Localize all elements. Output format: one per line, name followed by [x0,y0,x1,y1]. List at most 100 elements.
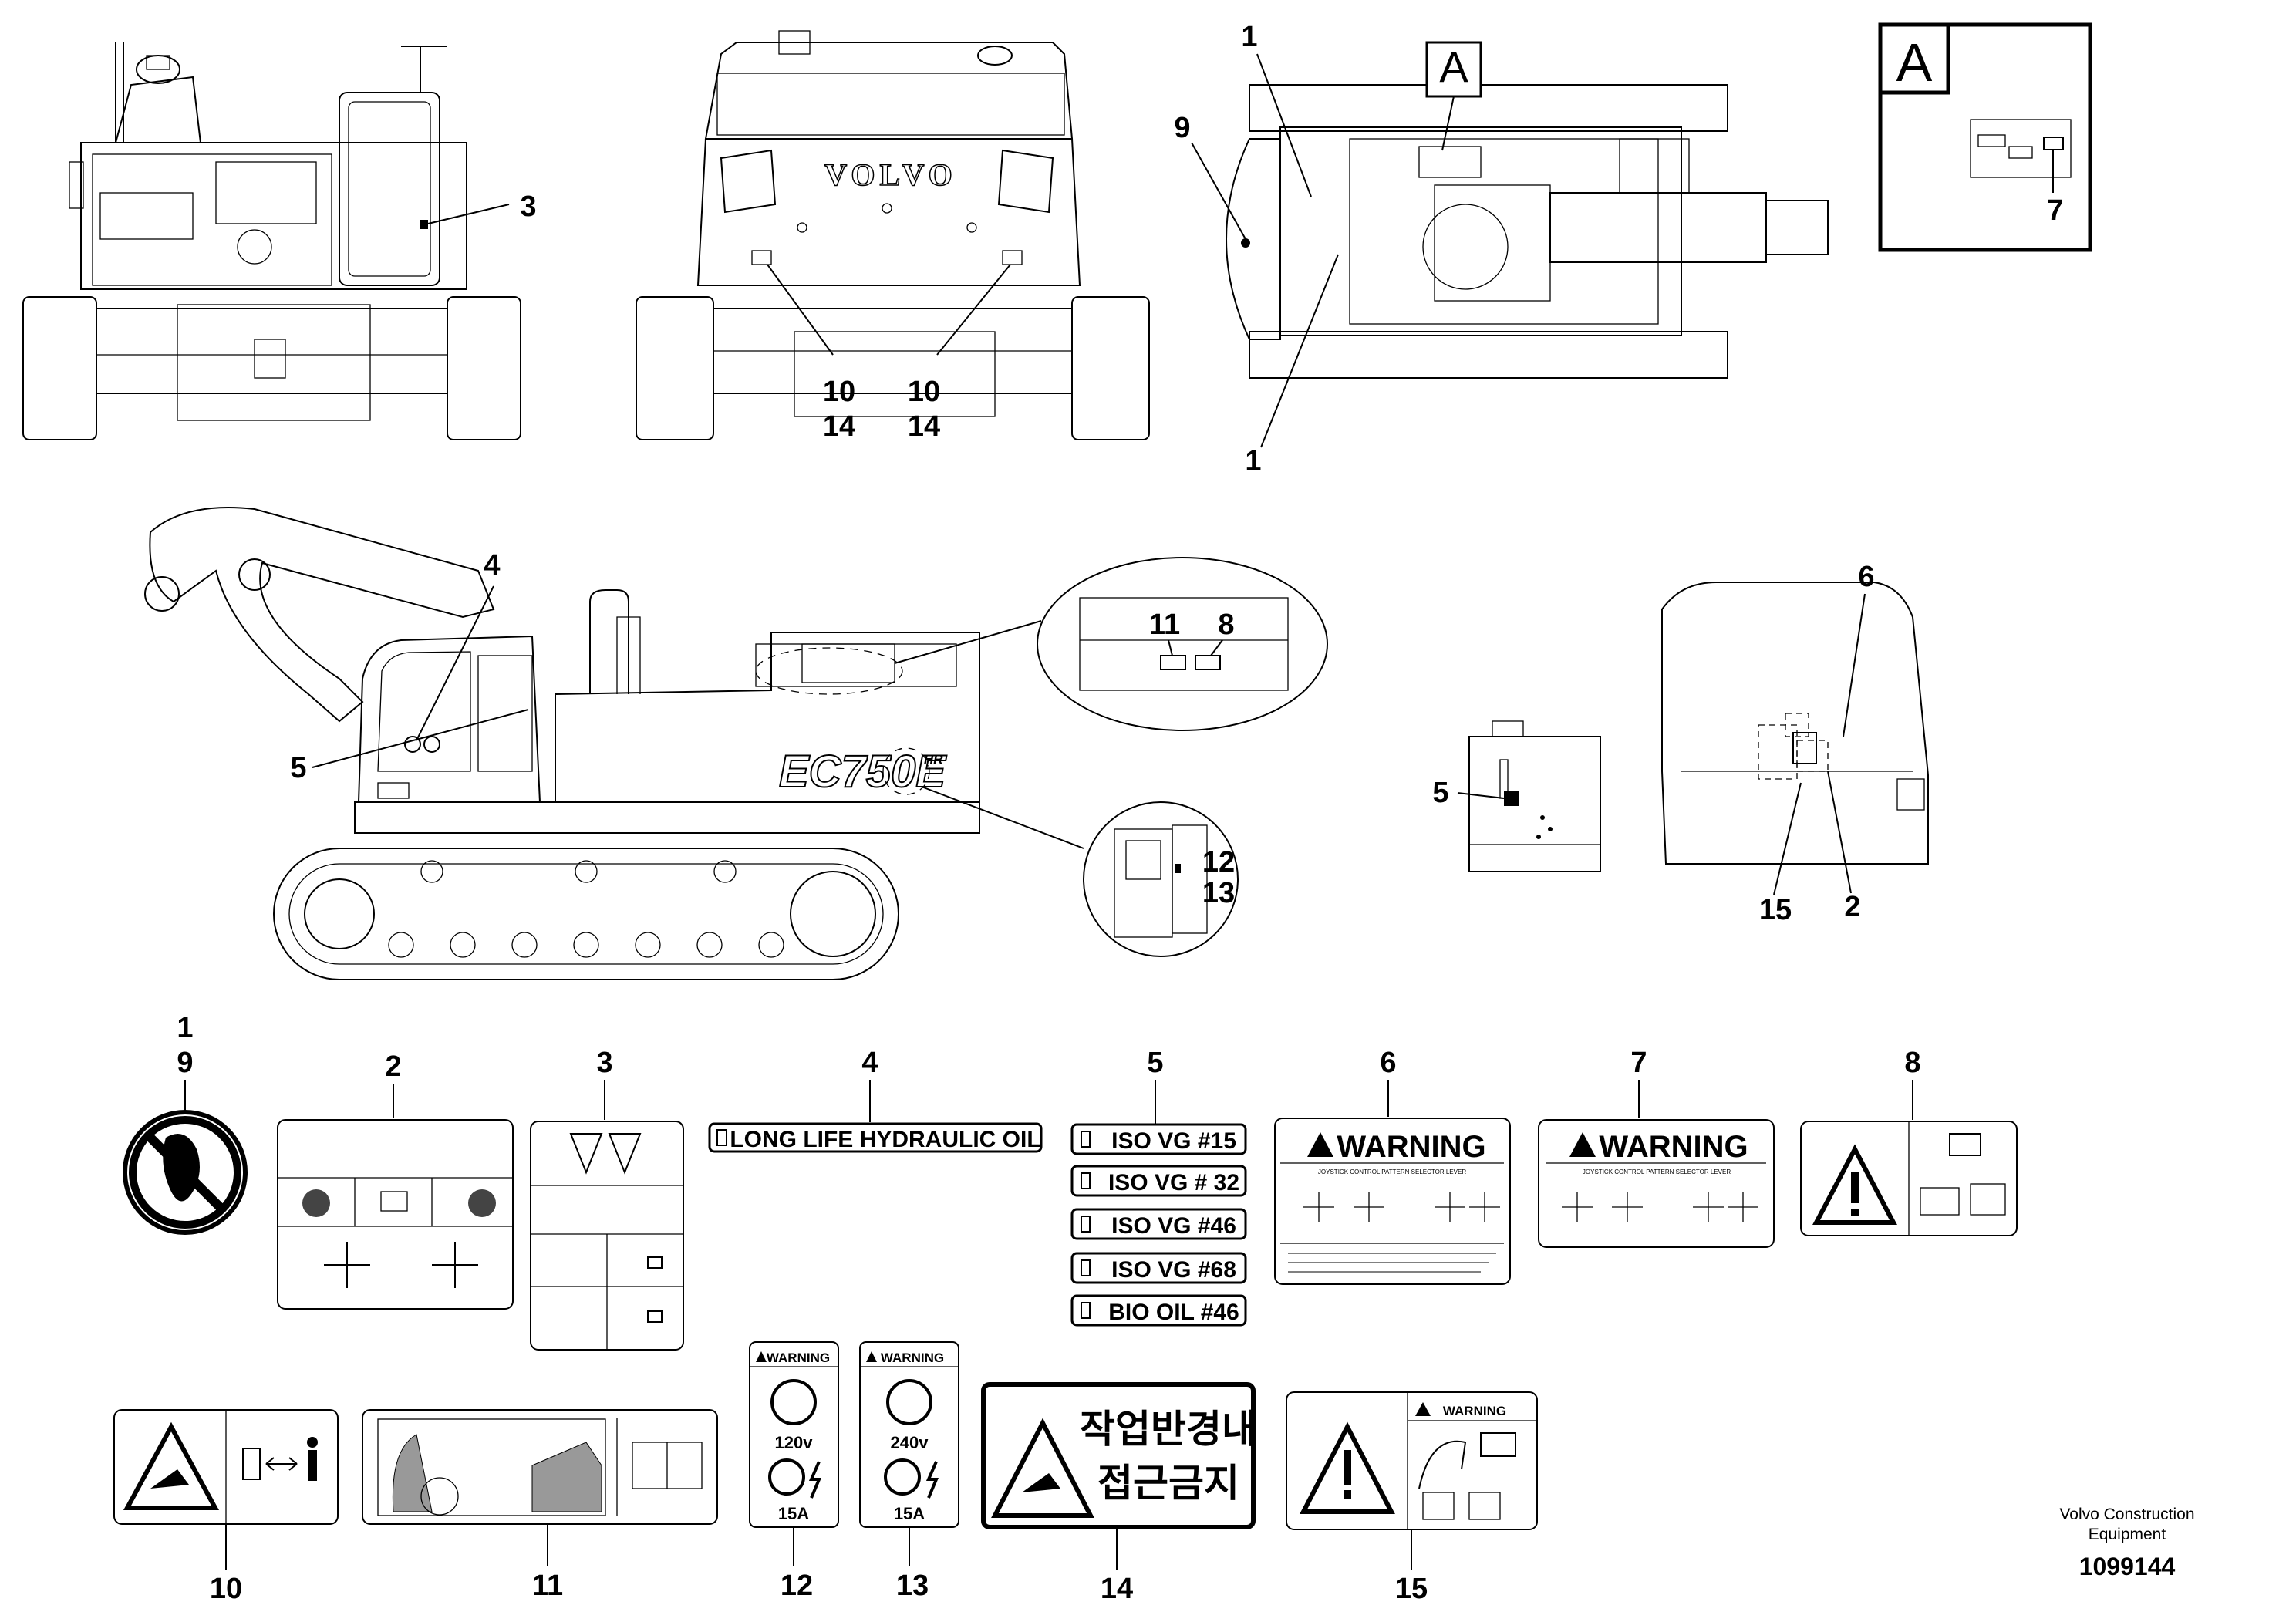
decal-15-warning-manual: WARNING 15 [1286,1391,1538,1605]
oil-tank-view: 5 [1432,720,1601,872]
rear-view: VOLVO 10 14 10 14 [636,30,1150,443]
decal-4-hydraulic-oil: 4 LONG LIFE HYDRAULIC OIL [708,1047,1043,1153]
decal-8-number: 8 [1904,1047,1920,1079]
decal-3-pedals: 3 [530,1047,684,1351]
zoom-detail-12-13: 12 13 [1083,801,1239,957]
callout-1-top: 1 [1241,21,1257,53]
lock-icon [647,1256,663,1269]
lock-icon-2 [647,1310,663,1323]
excavator-arm-icon [1418,1440,1467,1489]
zoom-detail-11-8: 11 8 [1037,557,1328,731]
iso-vg-15: ISO VG #15 [1070,1123,1247,1155]
decal-2-number: 2 [385,1050,401,1083]
warning-triangle-icon [991,1418,1094,1518]
plug-icon [768,1458,805,1496]
decal-12-voltage: 120v [775,1433,814,1452]
decal-14-line1: 작업반경내 [1080,1407,1257,1452]
double-arrow-icon [265,1457,298,1471]
decal-12-warning-120v: WARNING 120v 15A 12 [749,1341,839,1602]
decal-1-9-no-step: 1 9 [123,1012,248,1235]
callout-4: 4 [484,549,500,582]
zoom-callout-12: 12 [1202,846,1235,878]
joystick-pattern-icons [324,1242,478,1288]
iso-vg-68-text: ISO VG #68 [1111,1257,1236,1283]
person-icon [307,1437,318,1448]
decal-1-number: 1 [177,1012,193,1044]
zoom-callout-8: 8 [1218,609,1234,641]
decal-13-number: 13 [896,1570,929,1602]
document-number: 1099144 [2079,1553,2176,1580]
plug-icon [884,1458,921,1496]
decal-10-crush-hazard: 10 [113,1409,339,1605]
decal-7-warning-pattern: 7 WARNING JOYSTICK CONTROL PATTERN SELEC… [1538,1047,1775,1248]
decal-12-title: WARNING [767,1351,830,1365]
excavator-icon [1920,1187,1960,1216]
callout-14-left: 14 [823,410,855,443]
pattern-diagram-icons [1562,1192,1758,1222]
book-icon [380,1191,408,1212]
zoom-callout-11: 11 [1149,609,1180,641]
callout-1-bottom: 1 [1245,445,1261,477]
bio-oil-46: BIO OIL #46 [1070,1294,1247,1327]
decal-4-number: 4 [861,1047,878,1079]
decal-11-number: 11 [532,1570,563,1602]
callout-A: A [1439,42,1468,91]
machine-brand-rear: VOLVO [824,157,956,192]
decal-13-title: WARNING [881,1351,944,1365]
oiltank-callout-5: 5 [1432,777,1448,809]
decal-5-number: 5 [1147,1047,1163,1079]
decal-14-number: 14 [1101,1573,1133,1605]
warning-triangle-icon [1300,1421,1395,1514]
detail-a-title: A [1896,32,1933,93]
book-icon [1480,1432,1516,1457]
detail-a-callout-7: 7 [2047,194,2063,227]
iso-vg-46-text: ISO VG #46 [1111,1213,1236,1239]
decal-6-subtitle: JOYSTICK CONTROL PATTERN SELECTOR LEVER [1318,1168,1466,1175]
iso-vg-32-text: ISO VG # 32 [1108,1170,1239,1195]
cab-callout-15: 15 [1759,894,1792,926]
callout-14-right: 14 [908,410,940,443]
machine-model-suffix: HR [924,752,943,767]
decal-3-number: 3 [596,1047,612,1079]
motor-icon [886,1379,932,1425]
company-line1: Volvo Construction [2059,1506,2194,1523]
iso-vg-68: ISO VG #68 [1070,1252,1247,1284]
lightning-icon [925,1461,939,1499]
decal-7-subtitle: JOYSTICK CONTROL PATTERN SELECTOR LEVER [1583,1168,1731,1175]
pattern-diagram-icons [1303,1192,1500,1222]
warning-triangle-icon-small [1415,1402,1431,1416]
door-icon [242,1448,261,1480]
callout-9: 9 [1174,112,1190,144]
decal-13-amps: 15A [894,1504,925,1523]
iso-vg-15-text: ISO VG #15 [1111,1128,1236,1154]
company-line2: Equipment [2089,1526,2166,1543]
warning-triangle-icon [1569,1132,1596,1157]
decal-13-warning-240v: WARNING 240v 15A 13 [859,1341,959,1602]
warning-triangle-icon [756,1351,767,1362]
callout-10-right: 10 [908,376,940,408]
decal-6-title: WARNING [1337,1130,1485,1164]
decal-4-text: LONG LIFE HYDRAULIC OIL [730,1127,1040,1152]
cab-interior-view: 6 15 2 [1661,561,1929,926]
cab-callout-2: 2 [1844,891,1860,923]
decal-12-number: 12 [781,1570,813,1602]
callout-3: 3 [520,191,536,223]
decal-10-number: 10 [210,1573,242,1605]
motor-icon [770,1379,817,1425]
decal-14-line2: 접근금지 [1097,1461,1239,1506]
warning-triangle-icon [1812,1144,1897,1225]
iso-vg-32: ISO VG # 32 [1070,1165,1247,1197]
bio-oil-46-text: BIO OIL #46 [1108,1300,1239,1325]
detail-a: A 7 [1878,22,2092,252]
callout-10-left: 10 [823,376,855,408]
iso-vg-46: ISO VG #46 [1070,1208,1247,1240]
book-icon [1949,1133,1981,1156]
decal-12-amps: 15A [778,1504,809,1523]
engine-vent [801,643,895,683]
track-rollers [388,860,784,958]
decal-15-number: 15 [1395,1573,1428,1605]
top-view: A 1 9 1 [1174,21,1829,477]
footer: Volvo Construction Equipment 1099144 [2059,1506,2194,1580]
decal-11-diagram: 11 [362,1409,718,1602]
